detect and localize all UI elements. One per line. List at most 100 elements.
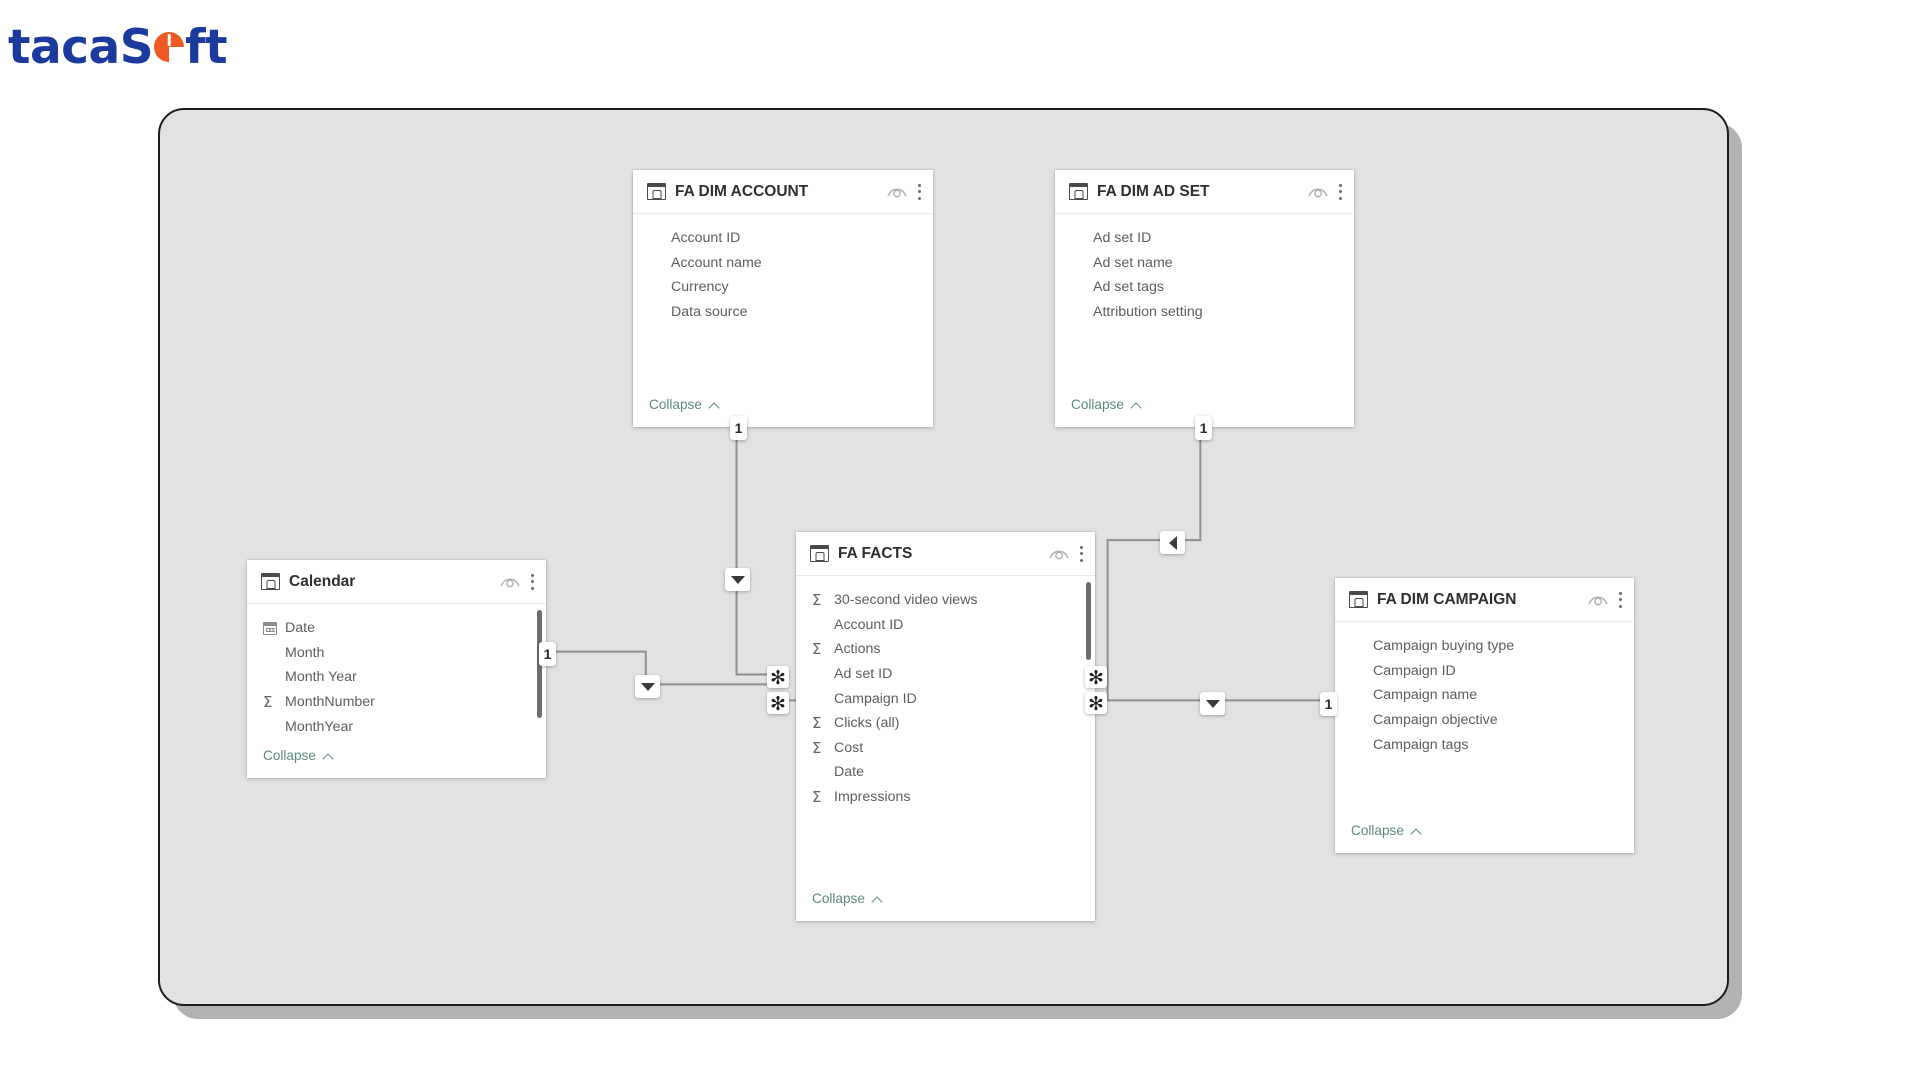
table-field-row[interactable]: Σ MonthNumber	[247, 690, 546, 715]
table-field-row[interactable]: Account ID	[796, 613, 1095, 638]
table-field-list[interactable]: Date Month Month Year Σ MonthNumber Mont…	[247, 604, 546, 743]
table-field-row[interactable]: Σ Cost	[796, 736, 1095, 761]
eye-icon[interactable]	[1308, 185, 1328, 198]
table-field-row[interactable]: Ad set name	[1055, 251, 1354, 276]
table-icon	[261, 573, 280, 590]
table-field-row[interactable]: Data source	[633, 300, 933, 325]
cardinality-badge-one-campaign[interactable]: 1	[1320, 692, 1337, 716]
chevron-up-icon	[323, 752, 334, 759]
eye-icon[interactable]	[887, 185, 907, 198]
field-label: Account name	[671, 254, 762, 271]
table-header[interactable]: FA DIM CAMPAIGN	[1335, 578, 1634, 622]
table-title: FA DIM AD SET	[1097, 182, 1210, 200]
table-field-row[interactable]: Month Year	[247, 665, 546, 690]
table-field-row[interactable]: Campaign tags	[1335, 732, 1634, 757]
field-label: Cost	[834, 739, 864, 756]
table-card-fa-facts[interactable]: FA FACTS Σ 30-second video views Account…	[796, 532, 1095, 921]
collapse-label: Collapse	[263, 748, 316, 763]
table-footer: Collapse	[1335, 818, 1634, 853]
table-header[interactable]: FA DIM AD SET	[1055, 170, 1354, 214]
table-footer: Collapse	[1055, 392, 1354, 427]
table-field-row[interactable]: Σ Impressions	[796, 785, 1095, 810]
table-field-row[interactable]: Month	[247, 641, 546, 666]
triangle-down-icon	[1205, 699, 1220, 708]
collapse-button[interactable]: Collapse	[812, 891, 883, 906]
cardinality-badge-one-calendar[interactable]: 1	[539, 642, 556, 666]
cross-filter-arrow-adset[interactable]	[1160, 531, 1185, 554]
collapse-button[interactable]: Collapse	[1071, 397, 1142, 412]
sigma-icon: Σ	[812, 591, 822, 610]
table-header[interactable]: FA FACTS	[796, 532, 1095, 576]
sigma-icon: Σ	[263, 693, 273, 712]
table-field-row[interactable]: Campaign ID	[1335, 659, 1634, 684]
table-field-list[interactable]: Σ 30-second video views Account ID Σ Act…	[796, 576, 1095, 886]
eye-icon[interactable]	[1588, 593, 1608, 606]
cardinality-badge-one-adset[interactable]: 1	[1195, 416, 1212, 440]
brand-logo-text-part1: taca	[8, 19, 120, 75]
collapse-button[interactable]: Collapse	[649, 397, 720, 412]
table-field-row[interactable]: Σ Clicks (all)	[796, 711, 1095, 736]
table-field-row[interactable]: Campaign objective	[1335, 708, 1634, 733]
table-card-calendar[interactable]: Calendar Date Month	[247, 560, 546, 778]
table-title: FA DIM ACCOUNT	[675, 182, 809, 200]
asterisk-glyph: ✻	[1088, 666, 1104, 689]
table-field-row[interactable]: Attribution setting	[1055, 300, 1354, 325]
table-card-fa-dim-account[interactable]: FA DIM ACCOUNT Account ID Account name	[633, 170, 933, 427]
asterisk-glyph: ✻	[770, 692, 786, 715]
cardinality-badge-many-facts-account[interactable]: ✻	[767, 666, 789, 688]
cardinality-badge-many-facts-campaign-a[interactable]: ✻	[1085, 666, 1107, 688]
pie-chart-circle-icon	[154, 31, 185, 62]
eye-icon[interactable]	[500, 575, 520, 588]
cross-filter-arrow-calendar[interactable]	[635, 675, 660, 698]
table-field-row[interactable]: Campaign buying type	[1335, 634, 1634, 659]
table-field-list[interactable]: Account ID Account name Currency Data so…	[633, 214, 933, 392]
table-header[interactable]: FA DIM ACCOUNT	[633, 170, 933, 214]
cardinality-badge-many-facts-campaign-b[interactable]: ✻	[1085, 692, 1107, 714]
table-header[interactable]: Calendar	[247, 560, 546, 604]
table-field-row[interactable]: Account ID	[633, 226, 933, 251]
cross-filter-arrow-account[interactable]	[725, 568, 750, 591]
table-field-row[interactable]: Σ 30-second video views	[796, 588, 1095, 613]
more-vertical-icon[interactable]	[530, 573, 534, 591]
triangle-left-icon	[1168, 535, 1177, 550]
cross-filter-arrow-campaign[interactable]	[1200, 692, 1225, 715]
sigma-icon: Σ	[812, 738, 822, 757]
table-card-fa-dim-ad-set[interactable]: FA DIM AD SET Ad set ID Ad set name	[1055, 170, 1354, 427]
triangle-down-icon	[640, 682, 655, 691]
table-title: FA FACTS	[838, 544, 913, 562]
cardinality-badge-many-facts-adset[interactable]: ✻	[767, 692, 789, 714]
table-field-row[interactable]: MonthYear	[247, 714, 546, 739]
table-field-row[interactable]: Date	[247, 616, 546, 641]
table-title: FA DIM CAMPAIGN	[1377, 590, 1517, 608]
field-label: Ad set tags	[1093, 279, 1164, 296]
table-field-row[interactable]: Currency	[633, 275, 933, 300]
table-field-row[interactable]: Ad set ID	[1055, 226, 1354, 251]
field-label: Attribution setting	[1093, 304, 1203, 321]
eye-icon[interactable]	[1049, 547, 1069, 560]
table-card-fa-dim-campaign[interactable]: FA DIM CAMPAIGN Campaign buying type Cam…	[1335, 578, 1634, 853]
more-vertical-icon[interactable]	[1079, 545, 1083, 563]
table-field-row[interactable]: Σ Actions	[796, 637, 1095, 662]
table-field-row[interactable]: Account name	[633, 251, 933, 276]
table-field-row[interactable]: Date	[796, 760, 1095, 785]
table-field-list[interactable]: Ad set ID Ad set name Ad set tags Attrib…	[1055, 214, 1354, 392]
cardinality-badge-one-account[interactable]: 1	[730, 416, 747, 440]
collapse-button[interactable]: Collapse	[1351, 823, 1422, 838]
table-icon	[647, 183, 666, 200]
more-vertical-icon[interactable]	[1338, 183, 1342, 201]
field-list-scrollbar[interactable]	[1086, 582, 1091, 660]
more-vertical-icon[interactable]	[1618, 591, 1622, 609]
more-vertical-icon[interactable]	[917, 183, 921, 201]
table-field-row[interactable]: Ad set tags	[1055, 275, 1354, 300]
table-field-list[interactable]: Campaign buying type Campaign ID Campaig…	[1335, 622, 1634, 818]
field-label: Ad set name	[1093, 254, 1173, 271]
collapse-button[interactable]: Collapse	[263, 748, 334, 763]
table-field-row[interactable]: Ad set ID	[796, 662, 1095, 687]
table-field-row[interactable]: Campaign ID	[796, 686, 1095, 711]
field-label: Ad set ID	[834, 666, 893, 683]
power-bi-model-view-canvas[interactable]: 1 1 1 ✻ ✻ ✻ ✻ 1 FA DIM ACCOUNT	[158, 108, 1729, 1006]
table-field-row[interactable]: Campaign name	[1335, 683, 1634, 708]
field-label: Clicks (all)	[834, 715, 900, 732]
field-label: Account ID	[671, 230, 741, 247]
